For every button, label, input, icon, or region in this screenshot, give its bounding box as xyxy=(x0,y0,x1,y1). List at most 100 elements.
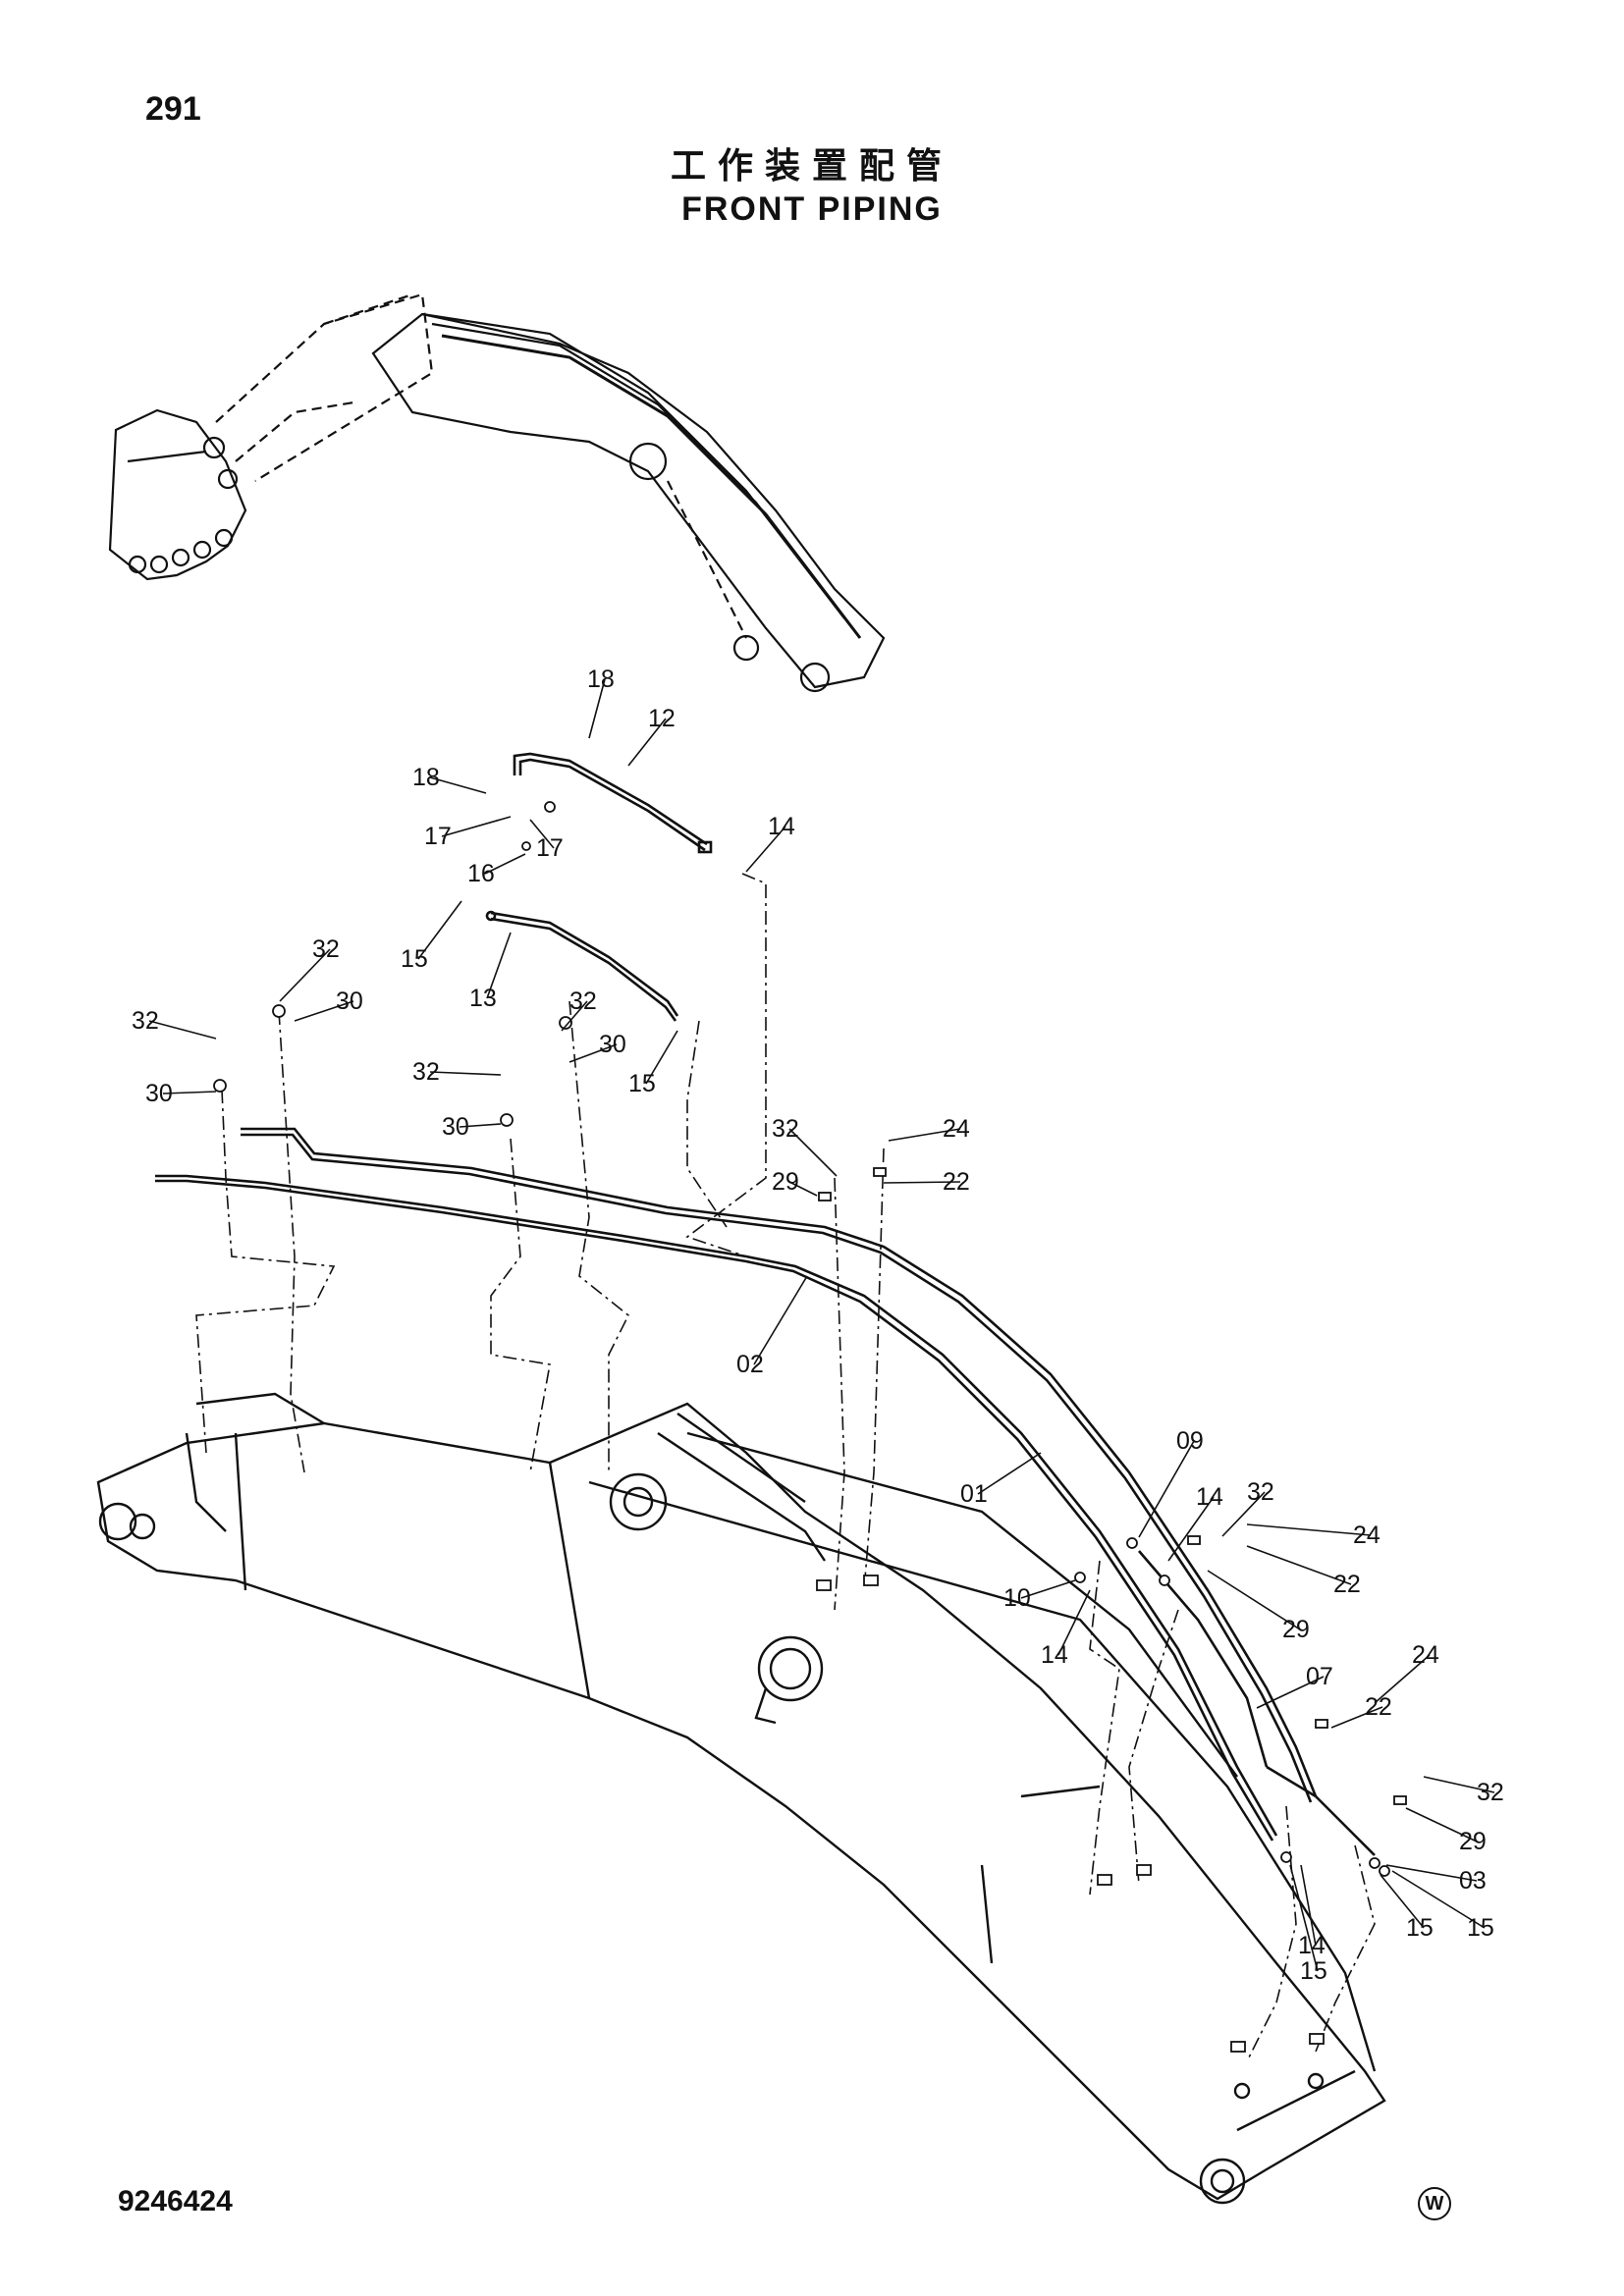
callout-leader-line xyxy=(1221,1491,1266,1537)
callout-leader-line xyxy=(1300,1864,1317,1947)
part-callout-09: 09 xyxy=(1138,1427,1204,1538)
part-callout-32: 32 xyxy=(279,935,340,1002)
part-callout-22: 22 xyxy=(1246,1545,1361,1598)
part-number-label: 22 xyxy=(1365,1693,1392,1721)
part-number-label: 01 xyxy=(960,1480,988,1508)
callout-leader-line xyxy=(788,1128,838,1177)
part-number-label: 24 xyxy=(1353,1522,1380,1549)
callout-leader-line xyxy=(1246,1523,1372,1536)
part-callout-30: 30 xyxy=(568,1031,626,1063)
part-callout-15: 15 xyxy=(401,900,462,973)
part-number-label: 32 xyxy=(1247,1478,1274,1506)
part-number-label: 30 xyxy=(336,988,363,1015)
callout-leader-line xyxy=(977,1452,1042,1495)
callout-leader-line xyxy=(486,932,512,999)
part-callout-14: 14 xyxy=(745,813,795,873)
diagram-title: FRONT PIPING xyxy=(681,190,943,228)
part-number-label: 24 xyxy=(943,1115,970,1143)
callout-leader-line xyxy=(588,678,606,739)
callout-leader-line xyxy=(1020,1579,1076,1599)
part-number-label: 18 xyxy=(587,666,615,693)
part-callout-15: 15 xyxy=(1391,1870,1494,1942)
part-callout-17: 17 xyxy=(529,819,564,862)
callout-leader-line xyxy=(529,819,555,849)
part-number-label: 32 xyxy=(132,1007,159,1035)
callout-leader-line xyxy=(1374,1654,1431,1704)
part-callout-15: 15 xyxy=(1289,1864,1327,1985)
part-number-label: 14 xyxy=(1196,1483,1223,1511)
part-callout-14: 14 xyxy=(1298,1864,1326,1959)
boom-illustration xyxy=(371,312,886,693)
callout-leader-line xyxy=(568,1043,618,1063)
callout-leader-line xyxy=(1246,1545,1352,1585)
callout-leader-line xyxy=(1405,1807,1478,1842)
part-number-label: 30 xyxy=(145,1080,173,1107)
pipe-13 xyxy=(485,910,679,1022)
part-number-label: 15 xyxy=(1300,1957,1327,1985)
part-number-label: 15 xyxy=(628,1070,656,1097)
part-callout-30: 30 xyxy=(294,988,363,1022)
part-number-label: 22 xyxy=(943,1168,970,1196)
callout-leader-line xyxy=(753,1275,808,1365)
part-number-label: 02 xyxy=(736,1351,764,1378)
part-callout-32: 32 xyxy=(1423,1776,1504,1806)
callout-leader-line xyxy=(148,1020,217,1040)
part-callout-18: 18 xyxy=(587,666,615,739)
callout-leader-line xyxy=(1391,1870,1486,1929)
callout-leader-line xyxy=(1289,1864,1319,1972)
callout-leader-line xyxy=(1330,1706,1383,1729)
part-callout-18: 18 xyxy=(412,764,487,794)
bucket-illustration xyxy=(108,408,247,581)
assembly-leader-lines xyxy=(195,873,1376,2062)
part-number-label: 17 xyxy=(536,834,564,862)
pipe-01-right xyxy=(241,1127,1318,1803)
part-callout-32: 32 xyxy=(1221,1478,1274,1537)
callout-leader-line xyxy=(162,1091,217,1095)
part-number-label: 10 xyxy=(1003,1584,1031,1612)
part-number-label: 29 xyxy=(1282,1616,1310,1643)
part-number-label: 15 xyxy=(1467,1914,1494,1942)
part-number-label: 07 xyxy=(1306,1663,1333,1690)
boom-cylinder-boss xyxy=(609,1413,826,1562)
part-callout-32: 32 xyxy=(412,1058,502,1086)
callout-leader-line xyxy=(883,1181,961,1184)
part-number-label: 30 xyxy=(599,1031,626,1058)
part-callout-29: 29 xyxy=(1405,1807,1487,1855)
callout-leader-line xyxy=(627,718,667,767)
part-number-label: 32 xyxy=(412,1058,440,1086)
part-number-label: 09 xyxy=(1176,1427,1204,1455)
part-callout-03: 03 xyxy=(1385,1864,1487,1895)
part-number-label: 14 xyxy=(1041,1641,1068,1669)
part-callout-29: 29 xyxy=(1207,1570,1310,1643)
callout-leader-line xyxy=(1057,1589,1091,1656)
callout-leader-line xyxy=(459,1123,502,1128)
pipe-02-left xyxy=(155,1174,1278,1842)
clamp-hardware xyxy=(213,801,1407,2053)
part-number-label: 32 xyxy=(312,935,340,963)
part-number-label: 15 xyxy=(1406,1914,1434,1942)
part-number-label: 24 xyxy=(1412,1641,1439,1669)
callout-leader-line xyxy=(1385,1864,1478,1882)
part-callout-17: 17 xyxy=(424,816,512,850)
part-callout-16: 16 xyxy=(467,853,526,887)
callout-leader-line xyxy=(888,1128,961,1142)
arm-cylinder-boss xyxy=(754,1635,824,1725)
part-callout-24: 24 xyxy=(1374,1641,1439,1704)
callout-leader-line xyxy=(1138,1440,1195,1538)
part-callout-24: 24 xyxy=(888,1115,970,1143)
callout-leader-line xyxy=(788,1181,818,1197)
part-callout-14: 14 xyxy=(1041,1589,1091,1669)
part-callout-32: 32 xyxy=(132,1007,217,1040)
boom-body-outline xyxy=(96,1402,1386,2201)
callout-leader-line xyxy=(417,900,462,960)
callout-leader-line xyxy=(429,776,487,794)
part-callout-29: 29 xyxy=(772,1168,818,1197)
pipe-07-branch xyxy=(1138,1550,1376,1856)
part-callout-13: 13 xyxy=(469,932,512,1012)
part-number-label: 15 xyxy=(401,945,428,973)
part-number-label: 13 xyxy=(469,985,497,1012)
part-number-label: 16 xyxy=(467,860,495,887)
watermark-symbol: W xyxy=(1418,2187,1451,2220)
